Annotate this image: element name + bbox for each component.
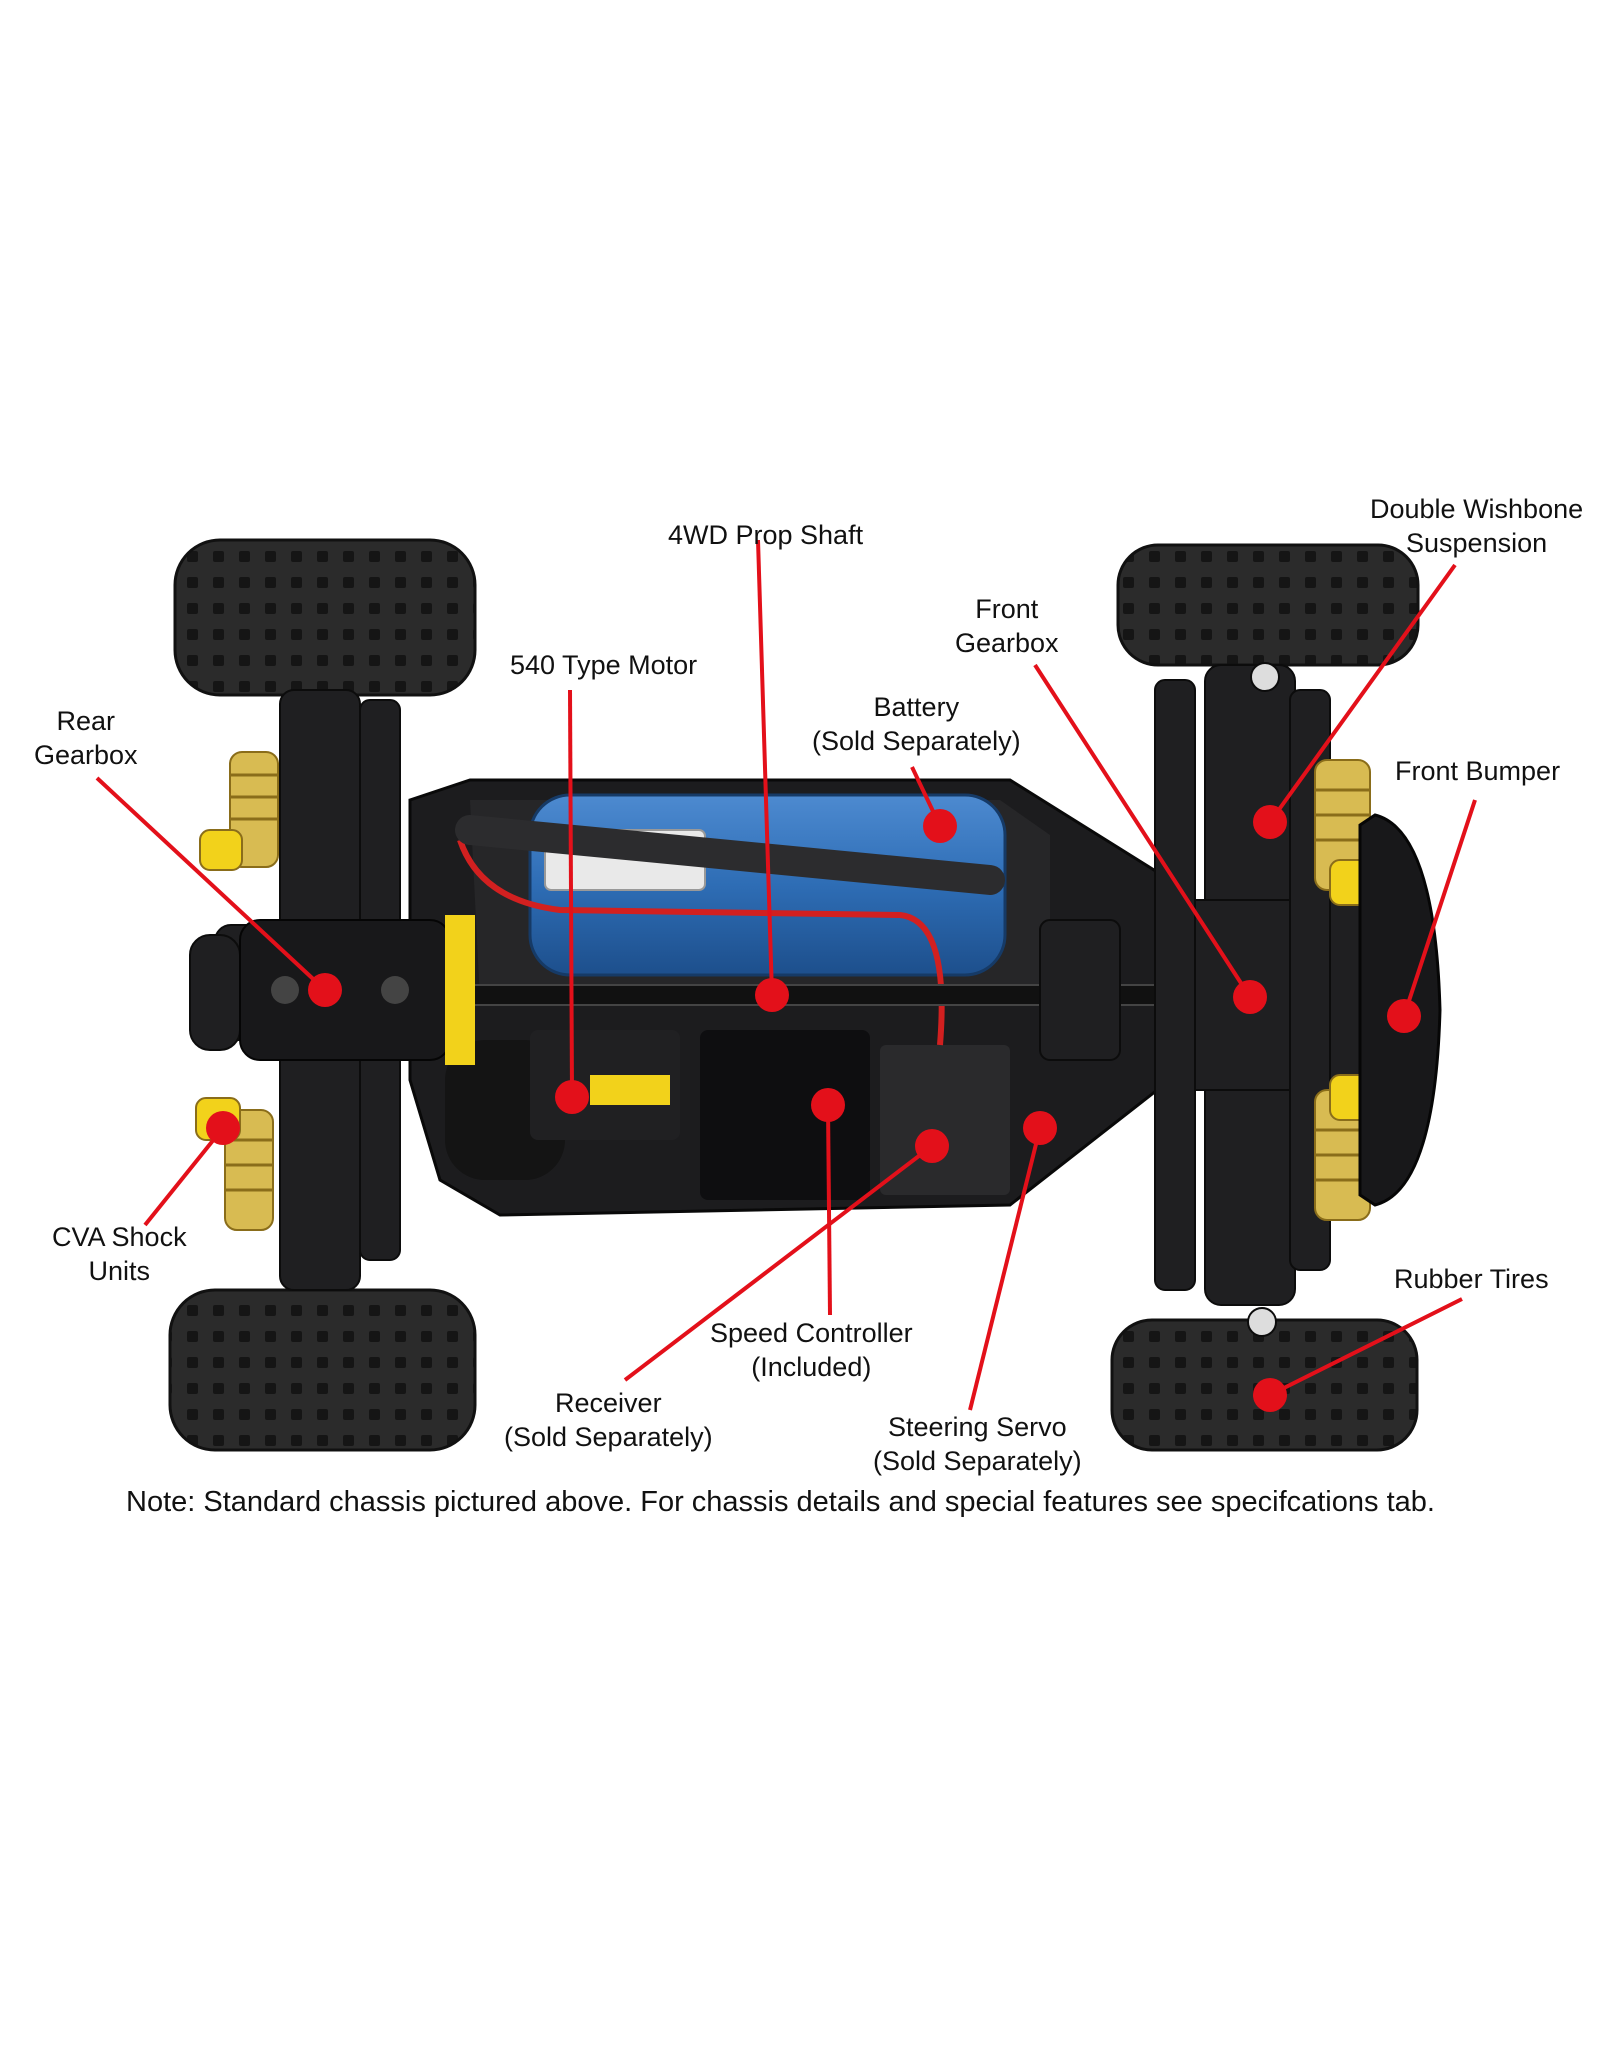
marker-front-bumper — [1387, 999, 1421, 1033]
rear-right-tire — [168, 1288, 477, 1452]
battery-pack — [455, 793, 1007, 1046]
marker-steering-servo — [1023, 1111, 1057, 1145]
leader-line-540-type-motor — [568, 689, 574, 1098]
label-battery: Battery (Sold Separately) — [812, 692, 1021, 756]
label-front-gearbox: Front Gearbox — [955, 594, 1059, 658]
marker-receiver — [915, 1129, 949, 1163]
leader-line-rear-gearbox — [95, 776, 327, 992]
label-cva-shock-units: CVA Shock Units — [52, 1222, 187, 1286]
marker-4wd-prop-shaft — [755, 978, 789, 1012]
leader-line-front-bumper — [1402, 799, 1477, 1017]
callout-lines — [95, 539, 1477, 1411]
label-4wd-prop-shaft: 4WD Prop Shaft — [668, 520, 864, 550]
callout-markers — [206, 805, 1421, 1412]
chassis-note: Note: Standard chassis pictured above. F… — [126, 1486, 1435, 1518]
marker-double-wishbone-suspension — [1253, 805, 1287, 839]
label-rubber-tires: Rubber Tires — [1394, 1264, 1549, 1294]
label-540-type-motor: 540 Type Motor — [510, 650, 698, 680]
rear-left-tire — [173, 538, 477, 697]
leader-line-4wd-prop-shaft — [756, 539, 774, 996]
front-left-tire — [1116, 543, 1420, 667]
label-rear-gearbox: Rear Gearbox — [34, 706, 138, 770]
marker-battery — [923, 809, 957, 843]
leader-line-steering-servo — [968, 1127, 1042, 1411]
marker-rear-gearbox — [308, 973, 342, 1007]
leader-line-cva-shock-units — [143, 1126, 225, 1227]
marker-rubber-tires — [1253, 1378, 1287, 1412]
leader-line-double-wishbone-suspension — [1268, 563, 1457, 824]
marker-speed-controller — [811, 1088, 845, 1122]
marker-front-gearbox — [1233, 980, 1267, 1014]
label-speed-controller: Speed Controller (Included) — [710, 1318, 913, 1382]
label-front-bumper: Front Bumper — [1395, 756, 1561, 786]
label-double-wishbone-suspension: Double Wishbone Suspension — [1370, 494, 1584, 558]
leader-line-speed-controller — [826, 1104, 832, 1316]
label-steering-servo: Steering Servo (Sold Separately) — [873, 1412, 1082, 1476]
marker-cva-shock-units — [206, 1111, 240, 1145]
leader-line-front-gearbox — [1033, 663, 1252, 999]
marker-540-type-motor — [555, 1080, 589, 1114]
rear-shock-upper — [199, 751, 279, 871]
rear-gearbox-body — [239, 915, 475, 1065]
leader-line-rubber-tires — [1269, 1297, 1463, 1397]
leader-line-receiver — [623, 1144, 934, 1382]
label-receiver: Receiver (Sold Separately) — [504, 1388, 713, 1452]
